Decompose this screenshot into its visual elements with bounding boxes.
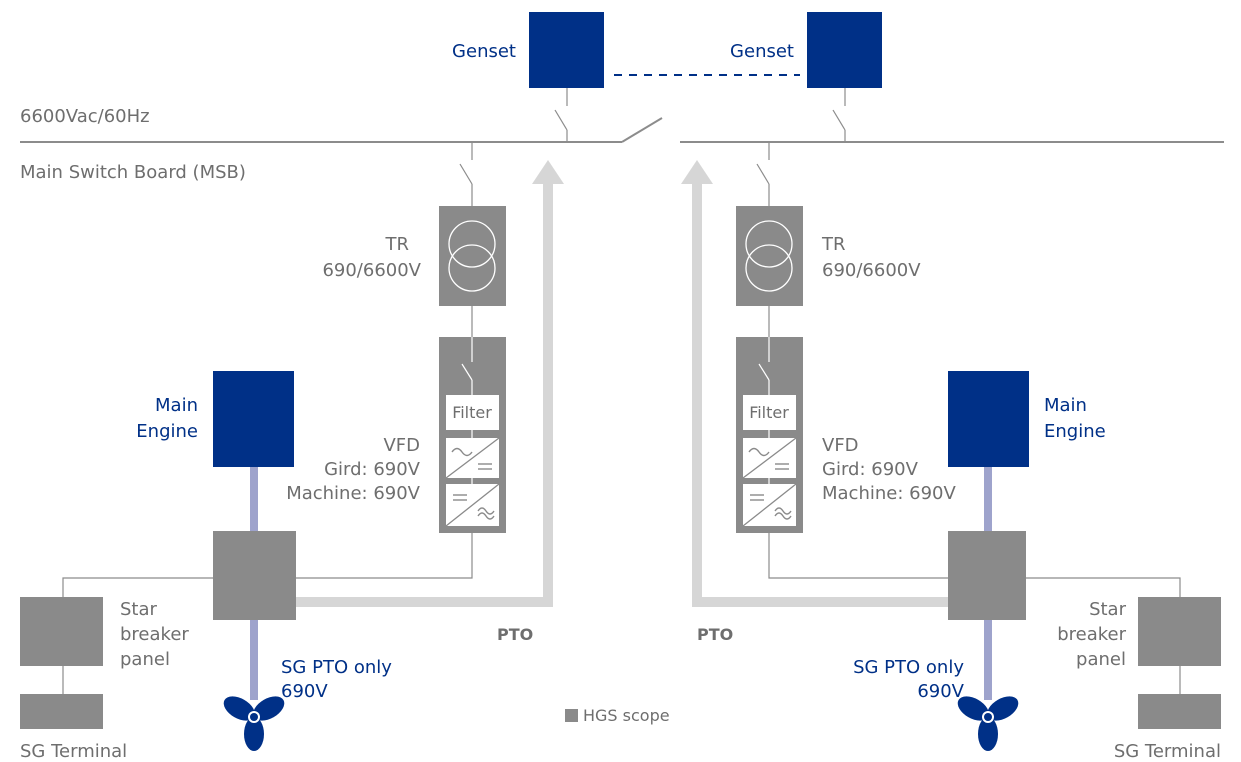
genset-right — [807, 12, 882, 88]
tr-right-breaker — [756, 163, 770, 185]
star-breaker-panel-right — [1138, 597, 1221, 666]
tr-right-label: TR — [821, 234, 846, 255]
filter-left — [446, 395, 499, 430]
inverter-right-icon — [742, 483, 797, 527]
transformer-left-coil-bottom — [448, 244, 496, 292]
sg-terminal-left — [20, 694, 103, 729]
sg-right-line2: 690V — [917, 681, 964, 702]
genset-left — [529, 12, 604, 88]
star-breaker-panel-left — [20, 597, 103, 666]
pto-right-label: PTO — [697, 625, 733, 644]
transformer-right — [736, 206, 803, 306]
vfd-left-grid: Gird: 690V — [324, 459, 421, 480]
transformer-left-coil-top — [448, 220, 496, 268]
panel-left-line1: Star — [120, 599, 158, 620]
main-engine-left-line2: Engine — [136, 421, 198, 442]
bus-voltage-label: 6600Vac/60Hz — [20, 106, 150, 127]
sg-right-line1: SG PTO only — [853, 657, 964, 678]
transformer-right-coil-top — [745, 220, 793, 268]
genset-right-label: Genset — [730, 41, 794, 62]
sg-terminal-right-label: SG Terminal — [1114, 741, 1221, 762]
main-engine-right — [948, 371, 1029, 467]
propeller-left-icon — [223, 696, 285, 751]
tr-right-rating: 690/6600V — [822, 260, 921, 281]
main-engine-left-line1: Main — [155, 395, 198, 416]
filter-left-label: Filter — [452, 403, 492, 422]
sg-terminal-left-label: SG Terminal — [20, 741, 127, 762]
legend-label: HGS scope — [583, 706, 670, 725]
filter-right — [743, 395, 796, 430]
shaft-generator-left — [213, 531, 296, 620]
rectifier-right-icon — [742, 437, 797, 479]
tr-left-rating: 690/6600V — [322, 260, 421, 281]
filter-right-label: Filter — [749, 403, 789, 422]
vfd-left-breaker — [461, 363, 473, 381]
genset-left-label: Genset — [452, 41, 516, 62]
vfd-right-label: VFD — [822, 435, 859, 456]
panel-right-line1: Star — [1089, 599, 1127, 620]
vfd-right-breaker — [758, 363, 770, 381]
vfd-left-machine: Machine: 690V — [286, 483, 420, 504]
panel-left-line2: breaker — [120, 624, 189, 645]
genset-right-breaker — [832, 109, 846, 131]
sg-left-line2: 690V — [281, 681, 328, 702]
propeller-right-icon — [957, 696, 1019, 751]
legend-swatch — [565, 709, 578, 722]
rectifier-left-icon — [445, 437, 500, 479]
vfd-right-machine: Machine: 690V — [822, 483, 956, 504]
inverter-left-icon — [445, 483, 500, 527]
transformer-right-coil-bottom — [745, 244, 793, 292]
transformer-left — [439, 206, 506, 306]
pto-arrow-left — [296, 160, 564, 607]
sg-left-line1: SG PTO only — [281, 657, 392, 678]
tr-left-label: TR — [384, 234, 409, 255]
main-engine-left — [213, 371, 294, 467]
sg-terminal-right — [1138, 694, 1221, 729]
bus-tie-breaker — [621, 117, 663, 143]
shaft-generator-right — [948, 531, 1026, 620]
main-engine-right-line1: Main — [1044, 395, 1087, 416]
main-switch-board-bus — [20, 117, 1224, 143]
pto-arrow-right — [681, 160, 948, 607]
main-engine-right-line2: Engine — [1044, 421, 1106, 442]
msb-label: Main Switch Board (MSB) — [20, 162, 246, 183]
panel-right-line3: panel — [1076, 649, 1126, 670]
panel-right-line2: breaker — [1057, 624, 1126, 645]
vfd-right-grid: Gird: 690V — [822, 459, 919, 480]
pto-left-label: PTO — [497, 625, 533, 644]
vfd-left-label: VFD — [383, 435, 420, 456]
tr-left-breaker — [459, 163, 473, 185]
genset-left-breaker — [554, 109, 568, 131]
panel-left-line3: panel — [120, 649, 170, 670]
